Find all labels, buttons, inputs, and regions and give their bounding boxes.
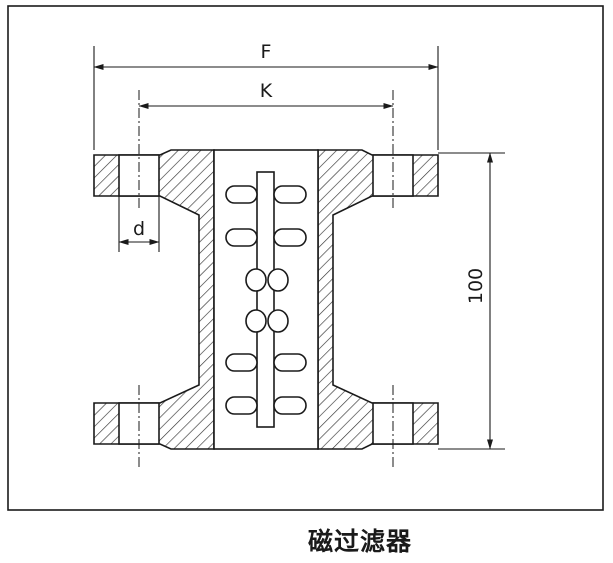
drawing-frame bbox=[7, 5, 604, 511]
housing-left-section bbox=[93, 149, 215, 450]
magnet-end-view bbox=[245, 309, 267, 333]
dimension-lines bbox=[93, 64, 493, 450]
extension-lines bbox=[93, 46, 505, 450]
bolt-centerlines bbox=[138, 90, 394, 468]
diagram-caption: 磁过滤器 bbox=[307, 527, 412, 556]
magnet-cylinder bbox=[273, 396, 307, 415]
magnet-rod-assembly bbox=[225, 171, 307, 428]
magnet-end-view bbox=[267, 268, 289, 292]
magnet-cylinder bbox=[273, 228, 307, 247]
dim-label-d: d bbox=[133, 218, 145, 240]
magnet-cylinder bbox=[225, 185, 258, 204]
magnet-cylinder bbox=[225, 228, 258, 247]
magnet-cylinder bbox=[273, 353, 307, 372]
magnet-cylinder bbox=[225, 353, 258, 372]
central-rod bbox=[256, 171, 275, 428]
magnet-cylinder bbox=[273, 185, 307, 204]
magnet-end-view bbox=[267, 309, 289, 333]
dim-label-F: F bbox=[261, 41, 272, 63]
magnet-cylinder bbox=[225, 396, 258, 415]
dim-label-K: K bbox=[260, 80, 273, 102]
dim-label-100: 100 bbox=[465, 268, 487, 304]
magnet-end-view bbox=[245, 268, 267, 292]
